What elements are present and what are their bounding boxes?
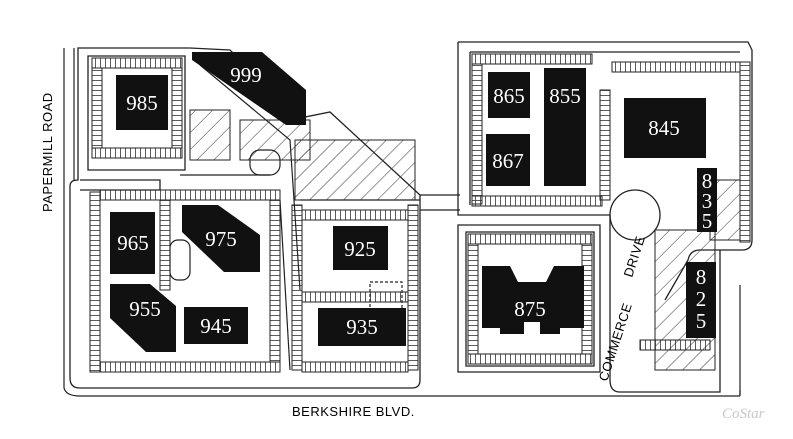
building-985[interactable]: 985 [116,75,168,130]
building-835-digit-3: 5 [702,209,713,233]
building-875-label: 875 [514,297,546,321]
west-drives [169,64,420,371]
drive-label: DRIVE [621,234,648,279]
berkshire-blvd-label: BERKSHIRE BLVD. [292,404,415,419]
building-999-label: 999 [230,63,262,87]
connector-drive [420,194,460,211]
building-925-label: 925 [344,237,376,261]
building-855-label: 855 [549,84,581,108]
building-945[interactable]: 945 [184,307,248,344]
building-955-label: 955 [129,297,161,321]
building-835-digit-2: 3 [702,189,713,213]
building-935-label: 935 [346,315,378,339]
building-875[interactable]: 875 [482,266,584,334]
building-945-label: 945 [200,314,232,338]
building-955[interactable]: 955 [110,284,176,352]
building-925[interactable]: 925 [333,226,388,270]
building-975[interactable]: 975 [182,205,260,272]
papermill-road-label: PAPERMILL ROAD [40,92,55,212]
costar-watermark: CoStar [722,406,765,422]
building-845[interactable]: 845 [624,98,706,158]
building-825-digit-2: 2 [696,287,707,311]
building-825-digit-3: 5 [696,309,707,333]
building-835[interactable]: 8 3 5 [697,168,717,233]
building-965-label: 965 [117,231,149,255]
west-parking [89,57,419,373]
building-855[interactable]: 855 [544,68,586,186]
south-parcel [457,224,601,373]
building-845-label: 845 [648,116,680,140]
building-865[interactable]: 865 [488,72,530,118]
building-835-digit-1: 8 [702,169,713,193]
building-825-digit-1: 8 [696,265,707,289]
building-999[interactable]: 999 [192,52,306,125]
building-985-label: 985 [126,91,158,115]
building-975-label: 975 [205,227,237,251]
building-965[interactable]: 965 [110,212,155,274]
building-867[interactable]: 867 [486,134,530,186]
building-865-label: 865 [493,84,525,108]
building-825[interactable]: 8 2 5 [686,262,716,338]
building-867-label: 867 [492,149,524,173]
building-935[interactable]: 935 [318,308,406,346]
papermill-road-lines [63,48,75,388]
commerce-label: COMMERCE [596,301,635,383]
berkshire-road-lines [63,285,741,397]
